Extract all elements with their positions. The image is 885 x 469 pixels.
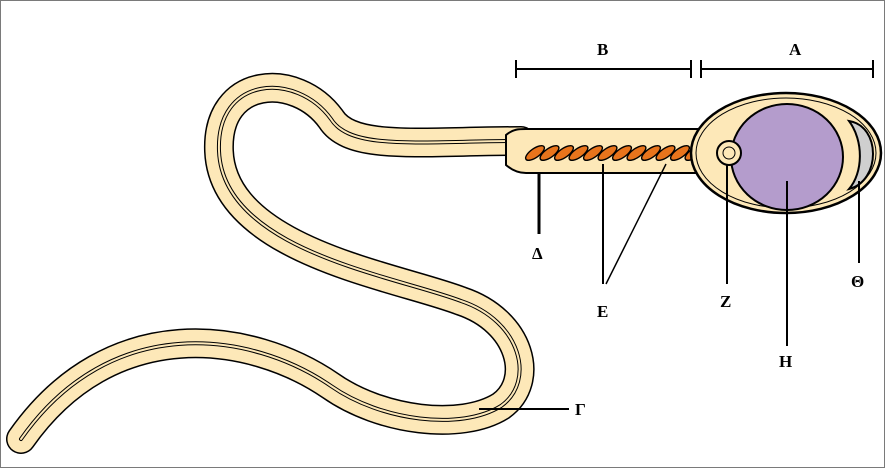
mitochondrion [655, 144, 676, 162]
label-delta: Δ [532, 244, 543, 263]
mitochondrion [611, 144, 633, 162]
mitochondrion [568, 144, 589, 162]
mitochondrion [597, 144, 618, 162]
label-A: Α [789, 40, 802, 59]
mitochondrion [524, 144, 546, 162]
tail-flagellum [6, 72, 536, 454]
sperm-head [689, 91, 883, 215]
mitochondrion [669, 144, 691, 162]
acrosome [846, 119, 874, 191]
leader-lines [479, 163, 860, 410]
leader-epsilon-2 [605, 163, 667, 285]
label-theta: Θ [851, 272, 865, 291]
mitochondrion [539, 144, 560, 162]
mitochondrion [640, 144, 662, 162]
label-zeta: Ζ [720, 292, 732, 311]
midpiece [505, 128, 714, 174]
dimension-bar-B [515, 60, 692, 78]
mitochondrion [626, 144, 647, 162]
centriole [716, 140, 742, 166]
label-epsilon: Ε [597, 302, 609, 321]
label-B: Β [597, 40, 609, 59]
label-gamma: Γ [575, 400, 586, 419]
dimension-bar-A [700, 60, 874, 78]
mitochondrion [582, 144, 604, 162]
label-eta: Η [779, 352, 793, 371]
mitochondrion [553, 144, 575, 162]
